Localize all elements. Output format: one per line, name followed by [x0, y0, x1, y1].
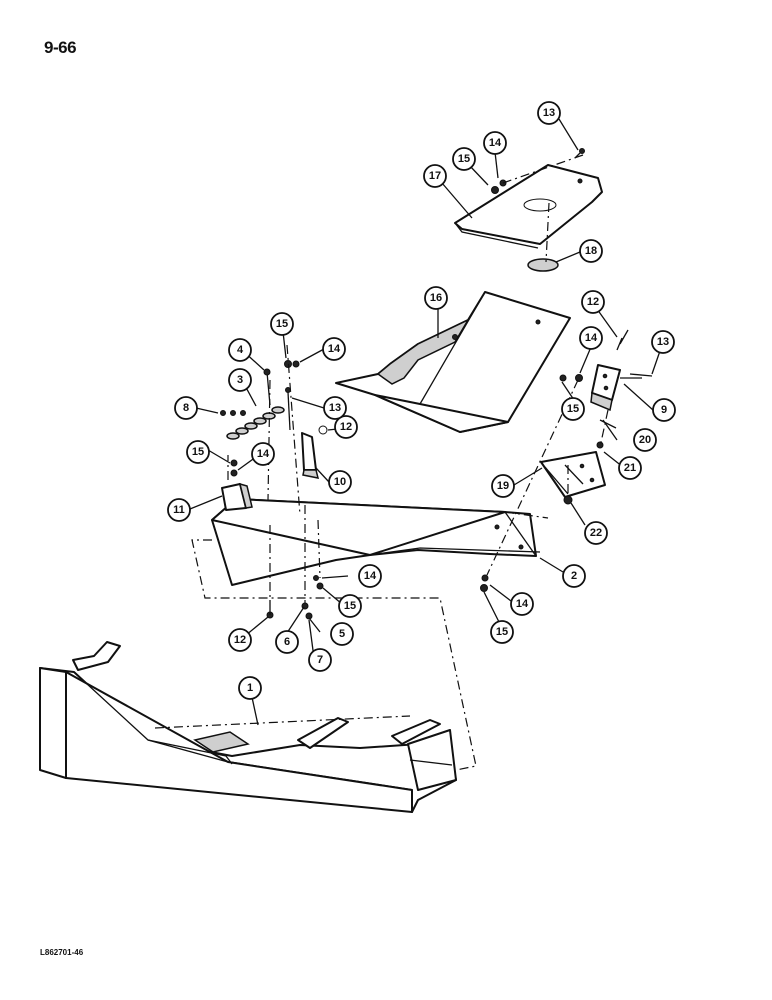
callout-14: 14 — [358, 564, 382, 588]
side-plate — [540, 451, 606, 498]
callout-label: 13 — [657, 336, 669, 348]
callout-14: 14 — [483, 131, 507, 155]
callout-2: 2 — [562, 564, 586, 588]
callout-20: 20 — [633, 428, 657, 452]
callout-14: 14 — [579, 326, 603, 350]
callout-14: 14 — [251, 442, 275, 466]
nut — [491, 186, 499, 194]
callout-12: 12 — [581, 290, 605, 314]
callout-label: 19 — [497, 480, 509, 492]
callout-17: 17 — [423, 164, 447, 188]
callout-14: 14 — [510, 592, 534, 616]
callout-label: 14 — [585, 332, 598, 344]
callout-label: 15 — [458, 153, 470, 165]
callout-label: 9 — [661, 404, 667, 416]
callout-label: 12 — [340, 421, 352, 433]
callout-label: 15 — [567, 403, 579, 415]
leader-lines — [189, 118, 662, 726]
base-frame — [39, 641, 457, 813]
bracket-right — [590, 364, 621, 412]
callout-label: 6 — [284, 636, 290, 648]
callout-label: 12 — [234, 634, 246, 646]
callout-label: 10 — [334, 476, 346, 488]
callout-13: 13 — [537, 101, 561, 125]
callout-22: 22 — [584, 521, 608, 545]
callout-label: 15 — [192, 446, 204, 458]
callout-label: 5 — [339, 628, 345, 640]
callout-label: 11 — [173, 504, 185, 516]
callout-label: 3 — [237, 374, 243, 386]
chain — [226, 406, 285, 440]
callout-label: 14 — [364, 570, 377, 582]
angle-bracket — [221, 482, 253, 511]
callout-label: 22 — [590, 527, 602, 539]
callout-15: 15 — [186, 440, 210, 464]
callout-label: 15 — [276, 318, 288, 330]
callout-13: 13 — [323, 396, 347, 420]
bolt — [579, 148, 585, 154]
callout-14: 14 — [322, 337, 346, 361]
callout-label: 14 — [257, 448, 270, 460]
callout-13: 13 — [651, 330, 675, 354]
callout-1: 1 — [238, 676, 262, 700]
callout-label: 2 — [571, 570, 577, 582]
callout-4: 4 — [228, 338, 252, 362]
callout-5: 5 — [330, 622, 354, 646]
callout-19: 19 — [491, 474, 515, 498]
assembly-lines — [154, 154, 609, 771]
page-number: 9-66 — [44, 38, 77, 57]
callout-16: 16 — [424, 286, 448, 310]
callout-7: 7 — [308, 648, 332, 672]
callout-label: 14 — [516, 598, 529, 610]
callout-15: 15 — [561, 397, 585, 421]
callout-label: 7 — [317, 654, 323, 666]
callout-label: 18 — [585, 245, 597, 257]
document-code: L862701-46 — [40, 948, 84, 957]
callout-15: 15 — [490, 620, 514, 644]
callout-21: 21 — [618, 456, 642, 480]
deflector-shield — [335, 291, 571, 433]
callout-15: 15 — [270, 312, 294, 336]
mounting-bracket — [301, 432, 320, 479]
callout-8: 8 — [174, 396, 198, 420]
plug-cap — [527, 258, 559, 272]
callout-10: 10 — [328, 470, 352, 494]
callout-label: 4 — [237, 344, 244, 356]
callout-11: 11 — [167, 498, 191, 522]
callout-12: 12 — [228, 628, 252, 652]
callout-15: 15 — [338, 594, 362, 618]
callout-label: 21 — [624, 462, 636, 474]
callout-label: 12 — [587, 296, 599, 308]
callout-18: 18 — [579, 239, 603, 263]
callout-label: 16 — [430, 292, 442, 304]
callout-label: 1 — [247, 682, 253, 694]
callout-label: 8 — [183, 402, 189, 414]
callout-9: 9 — [652, 398, 676, 422]
callout-6: 6 — [275, 630, 299, 654]
callout-label: 13 — [543, 107, 555, 119]
callout-15: 15 — [452, 147, 476, 171]
callout-label: 20 — [639, 434, 651, 446]
callout-3: 3 — [228, 368, 252, 392]
callout-label: 17 — [429, 170, 441, 182]
top-cover-plate — [454, 164, 603, 249]
callout-12: 12 — [334, 415, 358, 439]
callout-label: 15 — [496, 626, 508, 638]
callout-label: 15 — [344, 600, 356, 612]
callout-label: 13 — [329, 402, 341, 414]
callout-label: 14 — [489, 137, 502, 149]
main-housing — [211, 498, 541, 586]
callout-label: 14 — [328, 343, 341, 355]
